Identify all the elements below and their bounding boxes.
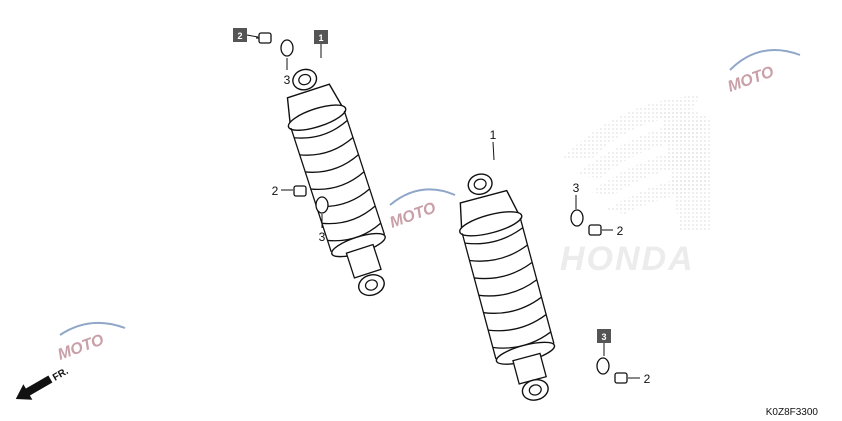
svg-text:2: 2 (237, 31, 242, 41)
diagram-code: K0Z8F3300 (766, 407, 819, 418)
callout-left-washer-mid: 3 (319, 230, 326, 244)
watermark-text: MOTO (56, 331, 107, 363)
background-wing-logo: HONDA (560, 95, 712, 278)
front-direction-label: FR. (51, 366, 71, 384)
callout-box-2: 2 (233, 28, 247, 42)
watermark-text: MOTO (388, 199, 439, 231)
callout-right-bolt-upper: 2 (617, 224, 624, 238)
callout-left-washer-top: 3 (284, 73, 291, 87)
washer-left-mid (315, 196, 329, 214)
watermark-left: MOTO (56, 321, 126, 364)
bolt-right-upper (588, 224, 602, 236)
callout-box-3: 3 (597, 329, 611, 343)
callout-right-bolt-lower: 2 (644, 372, 651, 386)
watermark-top-right: MOTO (726, 49, 801, 96)
washer-top-left (280, 39, 294, 57)
callout-right-washer-upper: 3 (573, 181, 580, 195)
right-shock-absorber (459, 173, 556, 401)
bolt-left-mid (293, 185, 307, 197)
bolt-right-lower (614, 372, 628, 384)
callout-left-bolt-mid: 2 (272, 184, 279, 198)
background-brand-text: HONDA (560, 240, 695, 278)
front-direction-indicator: FR. (15, 366, 71, 400)
bolt-top-left (256, 32, 272, 44)
left-shock-absorber (286, 68, 386, 297)
leader-lines (246, 34, 640, 379)
callout-right-shock: 1 (490, 128, 497, 142)
washer-right-upper (570, 209, 584, 227)
svg-text:3: 3 (601, 332, 606, 342)
svg-text:1: 1 (318, 33, 323, 43)
washer-right-lower (596, 357, 610, 375)
watermark-center: MOTO (388, 188, 456, 232)
callout-box-1: 1 (314, 30, 328, 44)
